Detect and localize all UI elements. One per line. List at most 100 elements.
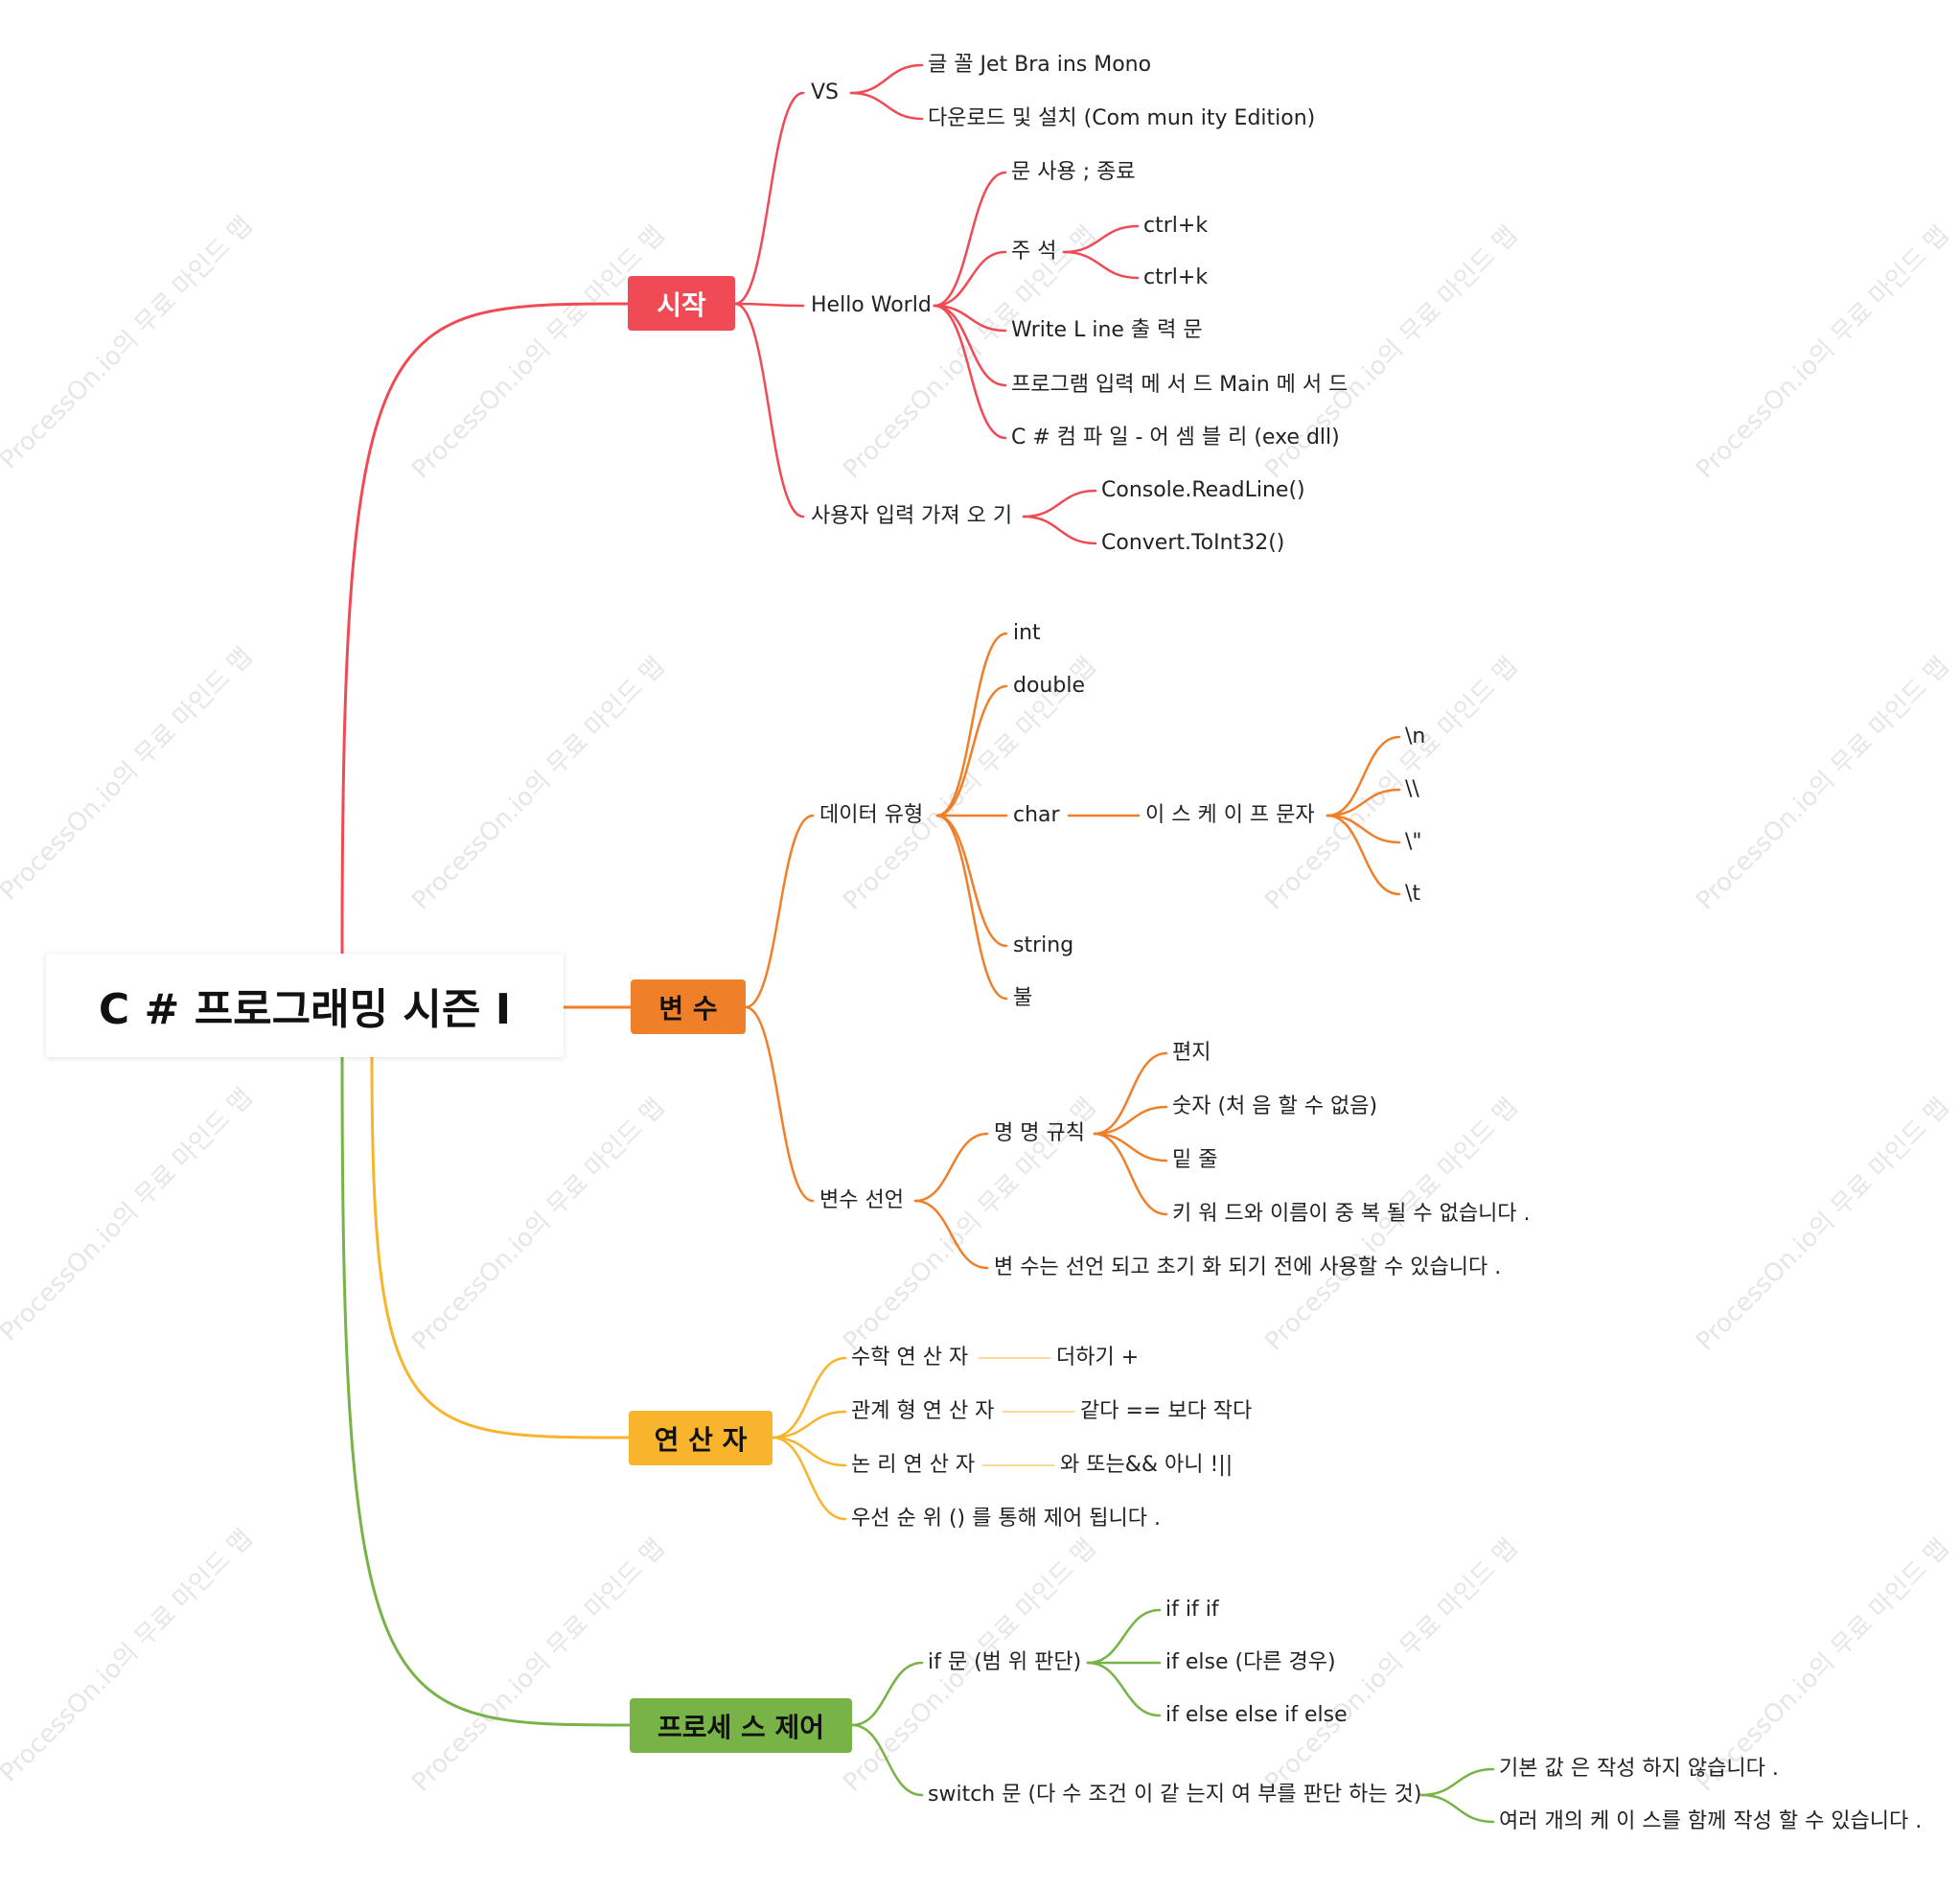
connector-line <box>1022 489 1097 518</box>
node-escape-chars[interactable]: 이 스 케 이 프 문자 <box>1145 803 1315 827</box>
node-int[interactable]: int <box>1013 621 1041 645</box>
connector-line <box>935 814 1008 1001</box>
connector-line <box>849 63 924 95</box>
node-relational-detail[interactable]: 같다 == 보다 작다 <box>1080 1399 1253 1423</box>
connector-line <box>771 1436 847 1467</box>
connector-root-operators <box>370 1056 630 1439</box>
branch-label: 연 산 자 <box>654 1423 748 1456</box>
node-ctrl-k-1[interactable]: ctrl+k <box>1143 214 1209 238</box>
node-main-method[interactable]: 프로그램 입력 메 서 드 Main 메 서 드 <box>1011 373 1349 397</box>
node-toint32[interactable]: Convert.ToInt32() <box>1101 531 1285 555</box>
connector-line <box>1093 1051 1168 1136</box>
node-naming-rules[interactable]: 명 명 규칙 <box>994 1121 1085 1145</box>
branch-label: 변 수 <box>658 992 718 1025</box>
node-rule-letter[interactable]: 편지 <box>1172 1041 1211 1065</box>
node-rule-keyword[interactable]: 키 워 드와 이름이 중 복 될 수 없습니다 . <box>1172 1202 1531 1226</box>
node-switch-b[interactable]: 여러 개의 케 이 스를 함께 작성 할 수 있습니다 . <box>1499 1809 1923 1833</box>
node-if-c[interactable]: if else else if else <box>1165 1703 1348 1727</box>
root-topic[interactable]: C # 프로그래밍 시즌 Ⅰ <box>46 954 564 1057</box>
node-if-b[interactable]: if else (다른 경우) <box>1165 1650 1336 1674</box>
connector-line <box>933 304 1007 440</box>
node-variable-declaration[interactable]: 변수 선언 <box>819 1188 904 1212</box>
branch-start[interactable]: 시작 <box>628 276 735 331</box>
node-data-types[interactable]: 데이터 유형 <box>819 803 924 827</box>
branch-variables[interactable]: 변 수 <box>631 979 746 1034</box>
connector-line <box>935 814 1008 948</box>
node-logical-operators[interactable]: 논 리 연 산 자 <box>851 1453 976 1477</box>
connector-line <box>1326 735 1401 817</box>
connector-line <box>733 91 805 306</box>
branch-label: 시작 <box>657 288 706 321</box>
node-escape-newline[interactable]: \n <box>1405 725 1426 748</box>
connector-line <box>1062 224 1140 254</box>
node-comment[interactable]: 주 석 <box>1011 240 1057 264</box>
node-switch-statement[interactable]: switch 문 (다 수 조건 이 같 는지 여 부를 판단 하는 것) <box>928 1783 1422 1807</box>
branch-label: 프로세 스 제어 <box>657 1711 825 1743</box>
branch-control[interactable]: 프로세 스 제어 <box>630 1698 852 1753</box>
node-math-detail[interactable]: 더하기 + <box>1056 1346 1140 1370</box>
node-rule-digit[interactable]: 숫자 (처 음 할 수 없음) <box>1172 1094 1378 1118</box>
node-double[interactable]: double <box>1013 674 1085 698</box>
connector-line <box>1062 250 1140 280</box>
node-readline[interactable]: Console.ReadLine() <box>1101 478 1305 502</box>
node-bool[interactable]: 불 <box>1013 986 1033 1010</box>
root-title: C # 프로그래밍 시즌 Ⅰ <box>98 985 512 1034</box>
connector-line <box>771 1410 847 1439</box>
connector-line <box>849 91 924 121</box>
connector-line <box>1419 1767 1495 1797</box>
connector-line <box>933 304 1007 333</box>
connector-line <box>933 171 1007 308</box>
node-char[interactable]: char <box>1013 803 1060 827</box>
connector-line <box>1326 814 1401 896</box>
connector-line <box>1086 1608 1162 1665</box>
node-switch-a[interactable]: 기본 값 은 작성 하지 않습니다 . <box>1499 1757 1779 1781</box>
connector-line <box>744 814 815 1009</box>
node-ctrl-k-2[interactable]: ctrl+k <box>1143 265 1209 289</box>
node-escape-quote[interactable]: \" <box>1405 830 1422 854</box>
connector-line <box>1326 788 1401 817</box>
node-if-statement[interactable]: if 문 (범 위 판단) <box>928 1650 1082 1674</box>
connector-line <box>744 1005 815 1203</box>
connector-line <box>733 302 805 308</box>
connector-line <box>933 250 1007 308</box>
connector-root-control <box>340 1056 631 1727</box>
connector-line <box>913 1199 989 1270</box>
branch-operators[interactable]: 연 산 자 <box>629 1411 772 1465</box>
node-hello-world[interactable]: Hello World <box>811 293 932 317</box>
connector-line <box>1093 1132 1168 1163</box>
node-compile[interactable]: C # 컴 파 일 - 어 셈 블 리 (exe dll) <box>1011 426 1340 449</box>
node-statement[interactable]: 문 사용 ; 종료 <box>1011 160 1136 184</box>
node-string[interactable]: string <box>1013 933 1074 957</box>
connector-line <box>935 632 1008 817</box>
connector-line <box>850 1723 924 1797</box>
connector-line <box>733 302 805 518</box>
node-font[interactable]: 글 꼴 Jet Bra ins Mono <box>928 53 1152 77</box>
node-if-a[interactable]: if if if <box>1165 1598 1219 1622</box>
connector-line <box>771 1356 847 1439</box>
connector-line <box>933 304 1007 387</box>
node-init-rule[interactable]: 변 수는 선언 되고 초기 화 되기 전에 사용할 수 있습니다 . <box>994 1255 1502 1279</box>
node-relational-operators[interactable]: 관계 형 연 산 자 <box>851 1399 995 1423</box>
node-download[interactable]: 다운로드 및 설치 (Com mun ity Edition) <box>928 106 1316 130</box>
node-priority[interactable]: 우선 순 위 () 를 통해 제어 됩니다 . <box>851 1507 1161 1531</box>
node-math-operators[interactable]: 수학 연 산 자 <box>851 1346 969 1370</box>
connector-line <box>1326 814 1401 844</box>
node-escape-backslash[interactable]: \\ <box>1405 777 1419 801</box>
connector-line <box>1086 1661 1162 1717</box>
connector-line <box>771 1436 847 1521</box>
node-logical-detail[interactable]: 와 또는&& 아니 !|| <box>1060 1453 1234 1477</box>
connector-line <box>1093 1132 1168 1216</box>
node-escape-tab[interactable]: \t <box>1405 882 1421 906</box>
connector-line <box>913 1132 989 1203</box>
node-rule-underscore[interactable]: 밑 줄 <box>1172 1148 1218 1172</box>
node-vs[interactable]: VS <box>811 81 840 104</box>
node-user-input[interactable]: 사용자 입력 가져 오 기 <box>811 504 1013 528</box>
connector-line <box>1419 1793 1495 1824</box>
connector-line <box>850 1661 924 1727</box>
node-writeline[interactable]: Write L ine 출 력 문 <box>1011 318 1203 342</box>
connector-line <box>935 684 1008 817</box>
connector-line <box>1093 1105 1168 1136</box>
connector-root-start <box>340 302 629 955</box>
